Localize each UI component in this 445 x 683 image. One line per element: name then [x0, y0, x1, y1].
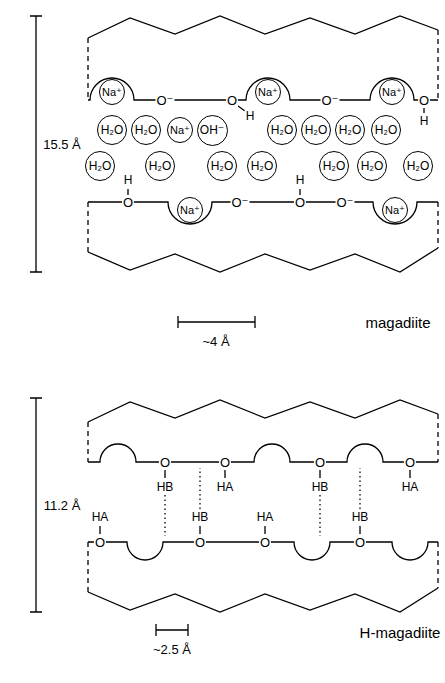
- hydrogen-a: HA: [216, 481, 235, 493]
- hydrogen-a: HA: [401, 481, 420, 493]
- sodium-ion: Na⁺: [379, 79, 405, 105]
- oh-bond: [238, 106, 424, 113]
- node-text: Na⁺: [382, 87, 402, 98]
- oxygen-atom: O: [314, 456, 326, 469]
- oxygen-atom: O: [94, 536, 106, 549]
- oxygen-atom: O: [294, 196, 306, 209]
- oxygen-atom: O: [159, 456, 171, 469]
- sheet-zigzag: [88, 400, 438, 422]
- oh-bond: [100, 526, 360, 534]
- sodium-ion: Na⁺: [177, 197, 203, 223]
- node-text: Na⁺: [102, 87, 122, 98]
- scale-bar: [156, 624, 188, 636]
- node-text: H₂O: [135, 124, 158, 136]
- sheet-edge: [88, 414, 438, 462]
- hydroxide-ion: OH⁻: [197, 115, 228, 146]
- water-molecule: H₂O: [131, 115, 161, 145]
- sodium-ion: Na⁺: [255, 79, 281, 105]
- oxygen-anion: O⁻: [336, 196, 355, 209]
- oxygen-anion: O⁻: [321, 94, 340, 107]
- node-text: H₂O: [323, 160, 346, 172]
- sheet-edge: [88, 30, 438, 100]
- oxygen-atom: O: [404, 456, 416, 469]
- hydrogen-a: HA: [91, 511, 110, 523]
- water-molecule: H₂O: [335, 115, 365, 145]
- dimension-bar: [30, 398, 42, 612]
- sheet-surface: [88, 202, 438, 224]
- water-molecule: H₂O: [371, 115, 401, 145]
- sheet-surface: [88, 444, 438, 462]
- oh-bond: [128, 189, 300, 195]
- oxygen-anion: O⁻: [231, 196, 250, 209]
- node-text: OH⁻: [200, 124, 224, 136]
- oh-bond: [165, 470, 410, 478]
- sheet-edge: [88, 542, 438, 592]
- structure-name: magadiite: [364, 315, 431, 330]
- hydrogen-a: HA: [256, 511, 275, 523]
- node-text: Na⁺: [385, 205, 405, 216]
- water-molecule: H₂O: [319, 151, 349, 181]
- node-text: Na⁺: [258, 87, 278, 98]
- dimension-bar: [30, 16, 42, 272]
- oxygen-atom: O: [354, 536, 366, 549]
- sodium-ion: Na⁺: [167, 117, 193, 143]
- oxygen-atom: O: [259, 536, 271, 549]
- node-text: H₂O: [339, 124, 362, 136]
- water-molecule: H₂O: [207, 151, 237, 181]
- water-molecule: H₂O: [145, 151, 175, 181]
- scale-label: ~4 Å: [201, 335, 230, 348]
- oxygen-atom: O: [226, 94, 238, 107]
- hydrogen-b: HB: [156, 481, 175, 493]
- hydrogen-atom: H: [295, 174, 306, 186]
- node-text: H₂O: [375, 124, 398, 136]
- water-molecule: H₂O: [85, 151, 115, 181]
- node-text: H₂O: [211, 160, 234, 172]
- node-text: H₂O: [407, 160, 430, 172]
- water-molecule: H₂O: [301, 115, 331, 145]
- node-text: H₂O: [89, 160, 112, 172]
- dimension-label: 11.2 Å: [43, 499, 82, 512]
- oxygen-atom: O: [194, 536, 206, 549]
- hydrogen-b: HB: [191, 511, 210, 523]
- node-text: Na⁺: [180, 205, 200, 216]
- scale-bar: [178, 316, 255, 328]
- water-molecule: H₂O: [97, 115, 127, 145]
- water-molecule: H₂O: [267, 115, 297, 145]
- node-text: H₂O: [149, 160, 172, 172]
- water-molecule: H₂O: [403, 151, 433, 181]
- scale-label: ~2.5 Å: [152, 643, 192, 656]
- sheet-zigzag: [88, 248, 438, 272]
- hydrogen-atom: H: [419, 115, 430, 127]
- node-text: H₂O: [271, 124, 294, 136]
- sheet-zigzag: [88, 16, 438, 38]
- water-molecule: H₂O: [357, 151, 387, 181]
- node-text: H₂O: [361, 160, 384, 172]
- node-text: H₂O: [251, 160, 274, 172]
- structure-name: H-magadiite: [359, 625, 442, 640]
- hydrogen-b: HB: [351, 511, 370, 523]
- sodium-ion: Na⁺: [99, 79, 125, 105]
- water-molecule: H₂O: [247, 151, 277, 181]
- dimension-label: 15.5 Å: [42, 138, 82, 151]
- hydrogen-atom: H: [245, 110, 256, 122]
- hydrogen-atom: H: [123, 174, 134, 186]
- node-text: Na⁺: [170, 125, 190, 136]
- node-text: H₂O: [101, 124, 124, 136]
- node-text: H₂O: [305, 124, 328, 136]
- sheet-zigzag: [88, 588, 438, 612]
- oxygen-atom: O: [122, 196, 134, 209]
- hydrogen-b: HB: [311, 481, 330, 493]
- oxygen-atom: O: [418, 94, 430, 107]
- hydrogen-bond: [165, 468, 360, 536]
- sheet-edge: [88, 202, 438, 252]
- sodium-ion: Na⁺: [382, 197, 408, 223]
- oxygen-anion: O⁻: [156, 94, 175, 107]
- oxygen-atom: O: [219, 456, 231, 469]
